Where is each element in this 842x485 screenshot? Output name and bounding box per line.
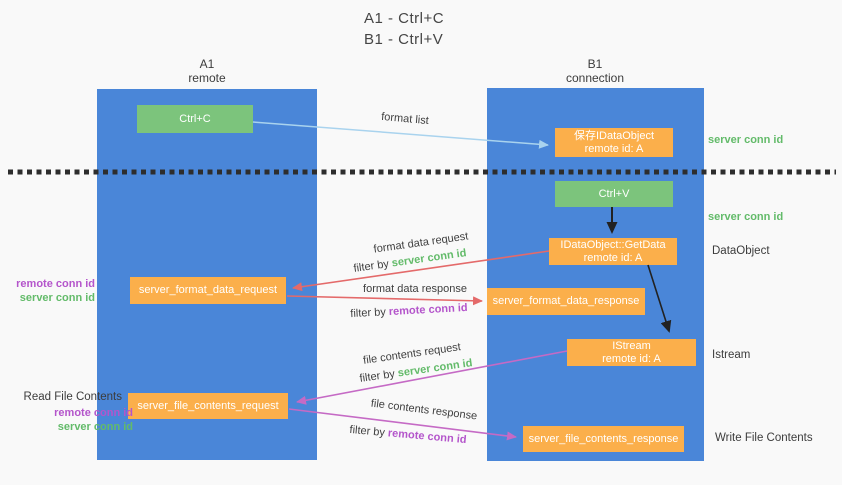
right-server-conn-id-mid: server conn id xyxy=(708,211,784,223)
save-dataobject-line2: remote id: A xyxy=(584,142,644,155)
diagram-title: A1 - Ctrl+C B1 - Ctrl+V xyxy=(364,8,444,50)
ctrl-v-label: Ctrl+V xyxy=(598,187,630,200)
title-line-2: B1 - Ctrl+V xyxy=(364,31,444,48)
filter-by-text: filter by xyxy=(350,306,387,321)
remote-conn-id-text: remote conn id xyxy=(387,427,467,447)
right-dataobject-label: DataObject xyxy=(712,245,770,257)
filter-by-text: filter by xyxy=(352,258,390,275)
ctrl-v-node: Ctrl+V xyxy=(555,181,673,207)
format-data-response-node: server_format_data_response xyxy=(487,288,645,315)
filter-by-server-conn-id-label-1: filter by server conn id xyxy=(353,247,467,275)
file-contents-request-label: server_file_contents_request xyxy=(137,399,279,412)
right-write-file-contents-label: Write File Contents xyxy=(715,432,813,444)
lifeline-a1-header: A1 remote xyxy=(147,57,267,85)
file-contents-response-label: server_file_contents_response xyxy=(528,432,679,445)
format-data-request-label: server_format_data_request xyxy=(138,284,278,296)
format-list-label: format list xyxy=(380,110,430,128)
ctrl-c-node: Ctrl+C xyxy=(137,105,253,133)
getdata-line2: remote id: A xyxy=(583,251,643,264)
ctrl-c-label: Ctrl+C xyxy=(179,112,211,125)
lifeline-b1-header: B1 connection xyxy=(535,57,655,85)
istream-node: IStream remote id: A xyxy=(567,339,696,366)
lifeline-a1-subtitle: remote xyxy=(188,71,226,85)
remote-conn-id-text: remote conn id xyxy=(388,301,468,319)
right-server-conn-id-top: server conn id xyxy=(708,134,784,146)
istream-line2: remote id: A xyxy=(602,352,661,365)
left-server-conn-id-top: server conn id xyxy=(19,292,95,304)
istream-line1: IStream xyxy=(612,339,651,352)
format-data-response-label: format data response xyxy=(363,283,467,295)
file-contents-request-node: server_file_contents_request xyxy=(128,393,288,419)
left-server-conn-id-bottom: server conn id xyxy=(57,421,133,433)
file-contents-response-node: server_file_contents_response xyxy=(523,426,684,452)
lifeline-b1-name: B1 xyxy=(587,57,603,71)
filter-by-remote-conn-id-label-1: filter by remote conn id xyxy=(350,302,468,320)
getdata-node: IDataObject::GetData remote id: A xyxy=(549,238,677,265)
filter-by-remote-conn-id-label-2: filter by remote conn id xyxy=(349,424,467,446)
filter-by-text: filter by xyxy=(349,423,386,439)
right-istream-label: Istream xyxy=(712,349,751,361)
left-remote-conn-id-bottom: remote conn id xyxy=(54,407,133,419)
format-data-request-node: server_format_data_request xyxy=(130,277,286,304)
title-line-1: A1 - Ctrl+C xyxy=(364,10,445,27)
format-data-response-label: server_format_data_response xyxy=(492,295,640,307)
save-dataobject-node: 保存IDataObject remote id: A xyxy=(555,128,673,157)
lifeline-a1-name: A1 xyxy=(199,57,215,71)
filter-by-text: filter by xyxy=(358,368,396,385)
save-dataobject-line1: 保存IDataObject xyxy=(573,129,655,142)
left-remote-conn-id-top: remote conn id xyxy=(16,278,95,290)
file-contents-response-label: file contents response xyxy=(370,397,478,423)
left-read-file-contents-label: Read File Contents xyxy=(23,391,122,403)
getdata-line1: IDataObject::GetData xyxy=(560,238,666,251)
lifeline-b1-subtitle: connection xyxy=(565,71,625,85)
